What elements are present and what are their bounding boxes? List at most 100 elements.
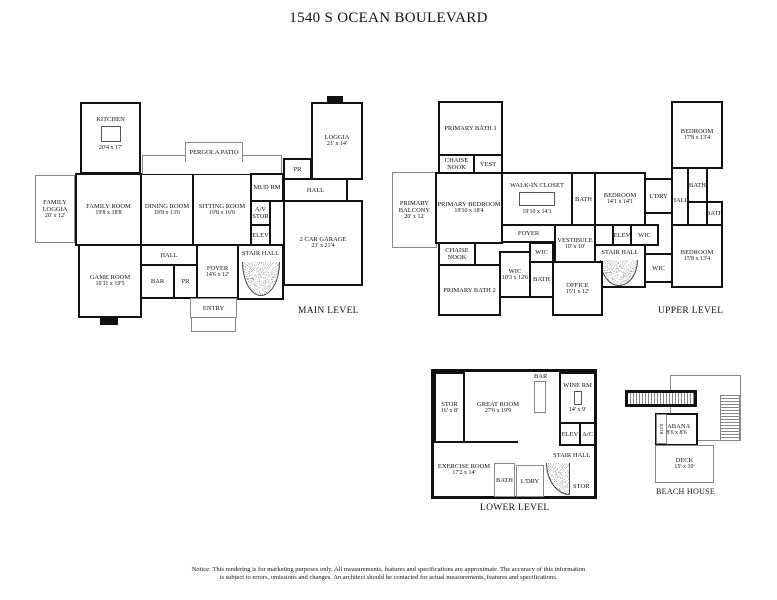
level-label-lower: LOWER LEVEL [480,503,550,513]
beach-stairs [720,395,740,441]
room-ac: A/C [579,422,596,446]
room-bar: BAR [140,264,175,299]
room-name: L'DRY [520,477,540,485]
room-name: LOGGIA [324,134,350,141]
room-name: WIC [638,231,651,239]
room-name: FOYER [206,264,229,272]
room-size: 10'3 x 12'6 [501,274,529,281]
room-elev: ELEV [612,224,632,246]
room-name: FOYER [517,230,540,237]
disclaimer-line: Notice: This rendering is for marketing … [191,566,586,573]
room-name: HALL [306,186,325,194]
room-wic-4: WIC [529,242,554,263]
disclaimer: Notice: This rendering is for marketing … [0,566,777,582]
room-size: 20' x 12' [44,212,66,219]
room-size: 17'2 x 14' [452,469,476,476]
room-size: 10' x 10' [564,243,586,250]
room-bath: BATH [494,463,515,497]
room-bath-small: BATH [529,261,554,298]
room-elev: ELEV [559,422,581,446]
room-name: A/V STOR [252,206,269,220]
room-bath-right: BATH [687,167,708,203]
room-elev: ELEV [250,224,271,246]
room-stair-hall-label: STAIR HALL [553,452,591,459]
room-name: OFFICE [566,281,589,289]
room-size: 14'1 x 14'1 [606,199,634,205]
room-name: KITCHEN [96,116,125,123]
room-name: ENTRY [202,304,225,312]
room-pr-2: PR [173,264,198,299]
room-name: WINE RM [563,382,592,389]
room-name: CABANA [662,422,691,430]
room-name: BATH [575,195,592,203]
room-name: FAMILY LOGGIA [42,198,68,213]
disclaimer-line: is subject to errors, omissions and chan… [219,574,558,581]
room-name: PRIMARY BALCONY [398,199,431,214]
room-name: STOR [441,400,458,408]
room-name: GAME ROOM [89,274,131,281]
room-name: BEDROOM [680,249,714,256]
room-size: 19'8 x 18'8 [95,209,122,216]
room-size: 19'10 x 18'4 [454,208,484,214]
room-bath: BATH [656,414,667,444]
room-chaise-nook: CHAISE NOOK [438,154,475,174]
room-primary-bath-2: PRIMARY BATH 2 [438,264,501,316]
room-bath-right-2: BATH [706,201,723,226]
entry-steps [191,318,236,332]
wall [434,441,518,443]
room-name: BATH [533,276,550,283]
room-chaise-nook-2: CHAISE NOOK [438,242,476,266]
room-name: BEDROOM [603,192,637,199]
room-name: PRIMARY BATH 2 [443,286,496,294]
room-name: SITTING ROOM [198,202,246,210]
room-entry: ENTRY [190,298,237,318]
room-name: BATH [689,181,706,189]
room-name: VEST [479,160,497,168]
fireplace-icon [327,96,343,103]
room-size: 15' x 10' [674,464,695,470]
room-name: HALL [160,251,178,259]
room-name: CHAISE NOOK [445,247,469,261]
room-name: HALL [671,196,689,204]
room-size: 14'6 x 12' [205,271,230,278]
room-name: PR [293,165,302,173]
room-kitchen: KITCHEN 20'4 x 17' [80,102,141,174]
room-pr: PR [283,158,312,180]
room-size: 16' x 8' [440,407,459,414]
level-label-main: MAIN LEVEL [298,306,359,316]
room-size: 8'6 x 8'6 [666,429,687,436]
room-primary-bath-1: PRIMARY BATH 1 [438,101,503,156]
room-hall-2: HALL [140,244,198,266]
room-size: 16'11 x 19'5 [95,281,125,287]
room-size: 20'4 x 17' [98,145,123,151]
room-foyer: FOYER [501,224,556,243]
room-size: 20' x 12' [404,213,425,220]
room-name: PR [181,278,190,285]
room-name: L'DRY [649,192,668,200]
room-name: ELEV [252,231,269,239]
level-label-beach: BEACH HOUSE [656,487,716,496]
room-name: FAMILY ROOM [86,202,131,210]
room-name: BEDROOM [680,128,714,135]
room-name: WIC [508,267,522,275]
room-name: BATH [706,210,723,217]
room-name: PRIMARY BEDROOM [437,201,501,208]
room-name: PRIMARY BATH 1 [444,125,497,132]
room-name: A/C [582,430,593,438]
room-name: BATH [496,476,513,484]
room-size: 19'10 x 14'1 [522,209,552,215]
room-name: CHAISE NOOK [444,157,469,171]
